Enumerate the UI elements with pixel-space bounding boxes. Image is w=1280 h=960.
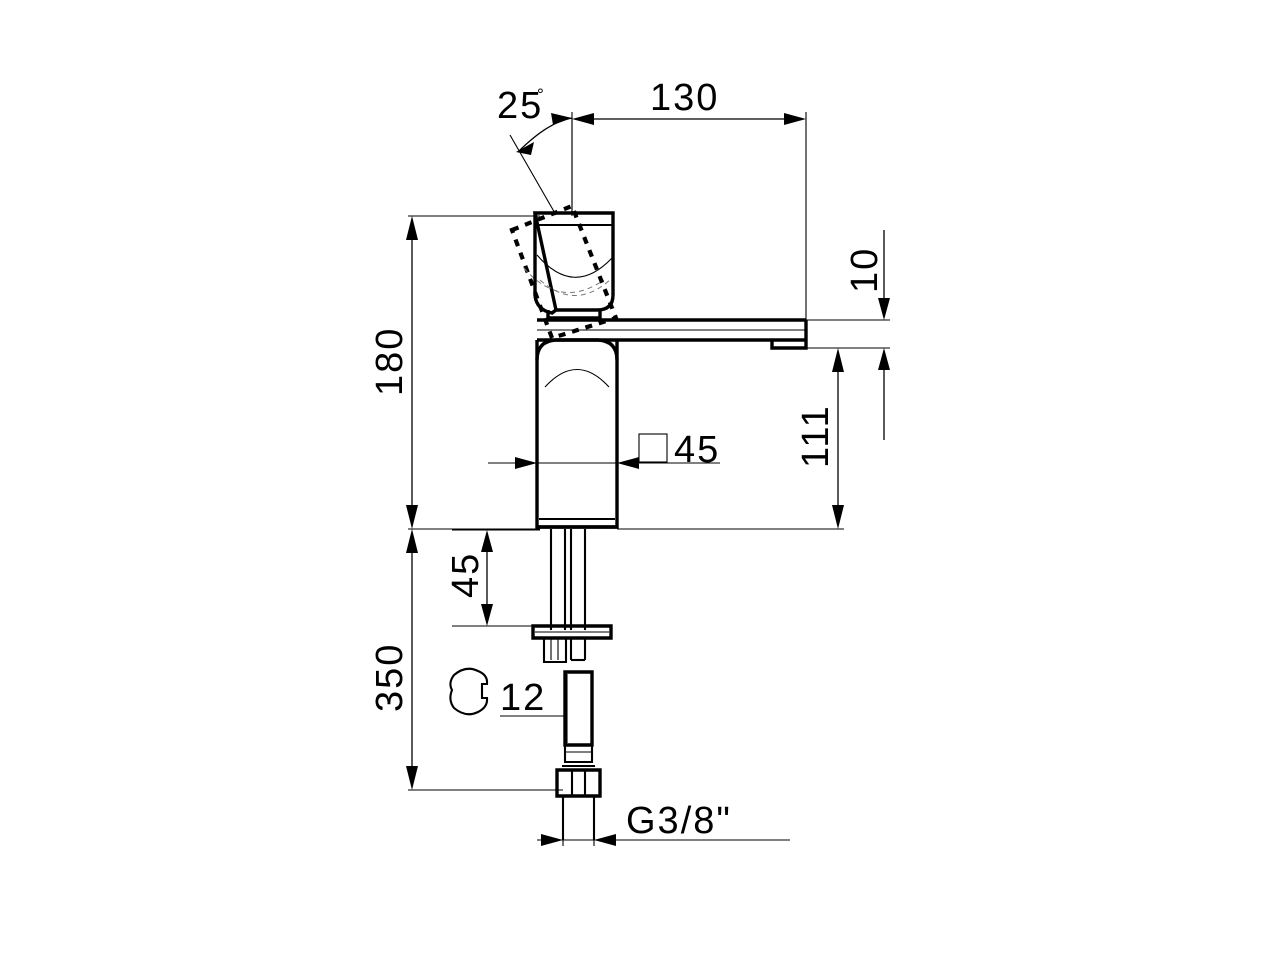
total-drop-dimension-label: 350 [369,643,411,712]
dimension-spout-height: 111 [617,347,844,530]
faucet-geometry [509,203,808,840]
wrench-size-callout: 12 [449,667,566,719]
faucet-body [535,338,619,529]
square-section-icon [638,433,668,463]
body-height-dimension-label: 180 [369,327,411,396]
body-width-dimension-label: 45 [674,429,720,471]
dimension-shank-length: 45 [445,529,540,627]
hose-tail-assembly [555,670,602,840]
dimension-thread-size: G3/8" [537,796,790,846]
angle-dimension-label: 25 [497,85,543,127]
shank-and-riser-tubes [531,529,613,664]
wrench-icon [449,667,489,716]
dimension-body-width: 45 [488,429,720,471]
thread-size-label: G3/8" [626,800,732,842]
handle-lever [532,211,615,320]
wrench-size-label: 12 [500,677,546,719]
shank-dimension-label: 45 [445,552,487,598]
dimension-total-drop: 350 [369,528,563,791]
reach-dimension-label: 130 [650,77,719,119]
thickness-dimension-label: 10 [844,247,886,293]
spout-height-dimension-label: 111 [795,404,837,468]
dimension-spout-reach: 130 [571,77,807,320]
degree-icon: ° [537,85,544,104]
dimension-spout-thickness: 10 [806,230,890,440]
